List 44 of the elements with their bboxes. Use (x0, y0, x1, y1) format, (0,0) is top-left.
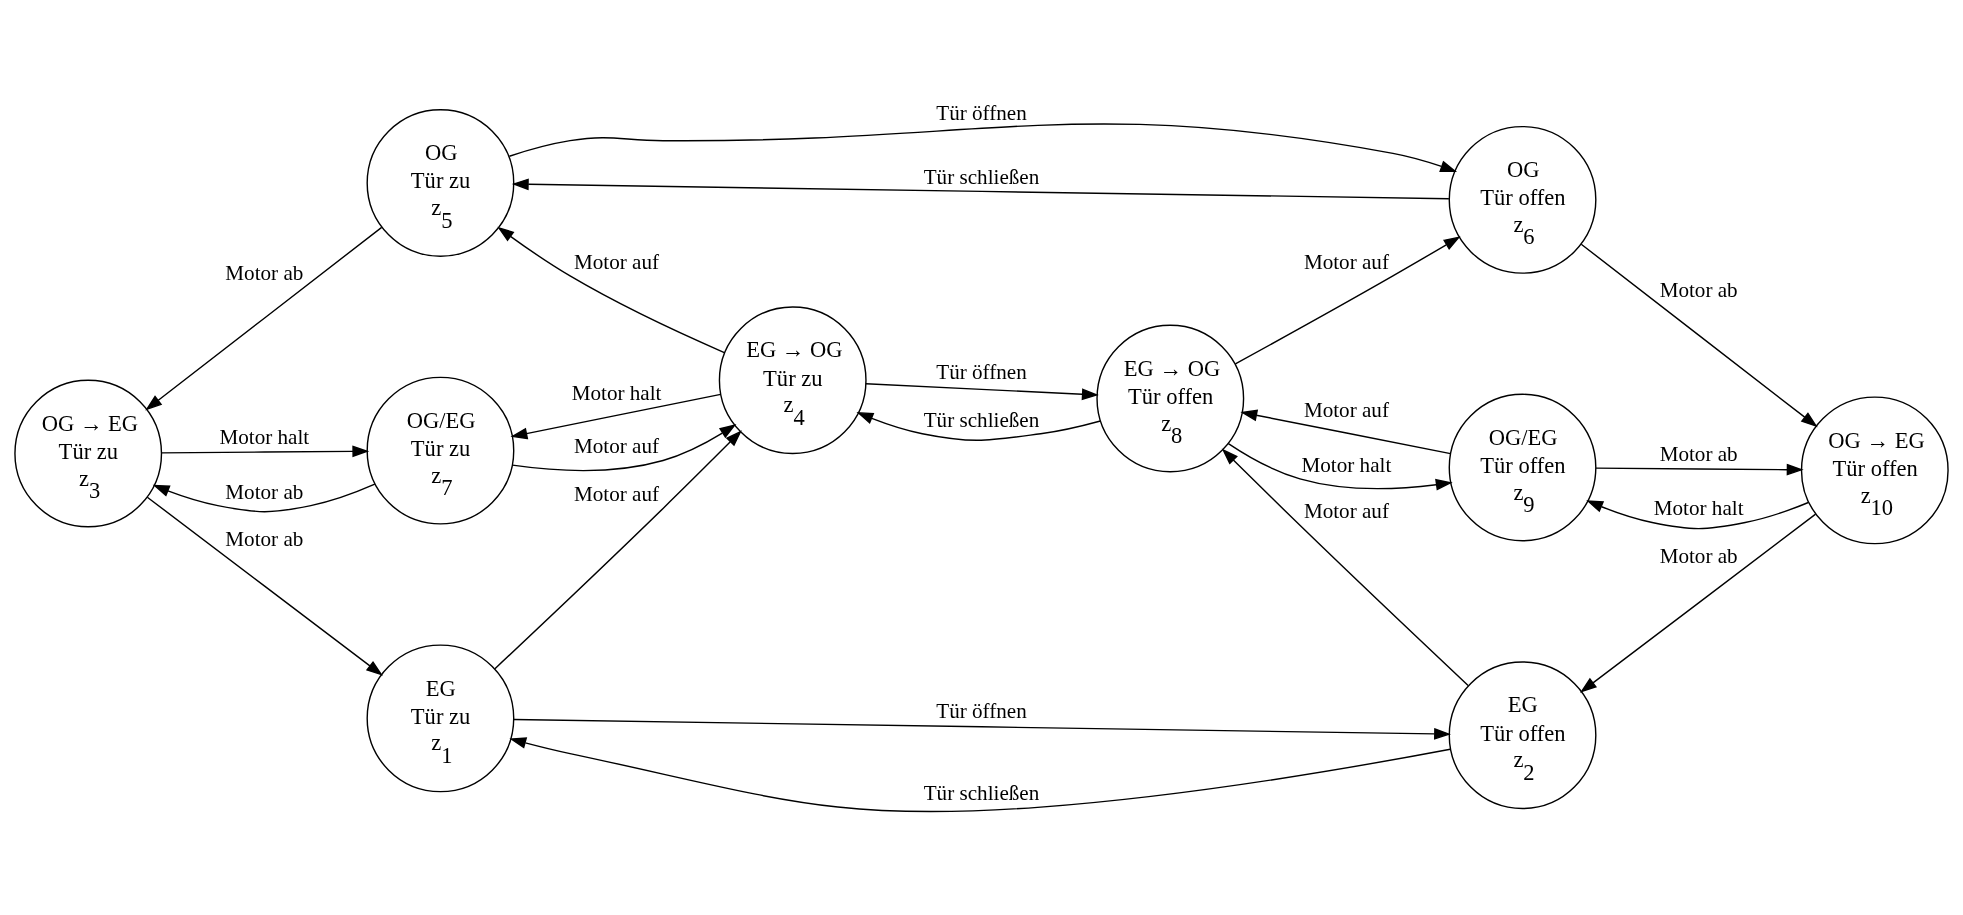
arrow (160, 445, 370, 458)
edge-label: Motor auf (574, 482, 660, 507)
arrow (1580, 243, 1818, 428)
arrow (494, 430, 742, 670)
edge-label: Tür schließen (923, 407, 1040, 432)
edge-label: Motor ab (225, 479, 304, 504)
edge-label: Motor ab (1659, 544, 1738, 569)
edge-label: Tür öffnen (936, 100, 1027, 125)
arrow (152, 483, 376, 513)
arrow (513, 718, 1451, 740)
edge-label: Motor auf (1303, 397, 1389, 422)
edge-label: Tür schließen (923, 781, 1040, 806)
arrow (1595, 463, 1804, 476)
edge-label: Motor halt (571, 380, 662, 405)
edge-label: Tür schließen (923, 165, 1040, 190)
arrow (1221, 448, 1469, 687)
arrow (511, 424, 737, 472)
arrow (1234, 236, 1461, 365)
arrow (1240, 409, 1452, 455)
arrow (508, 123, 1458, 172)
edge-label: Motor halt (1301, 452, 1392, 477)
edge-label: Motor auf (574, 249, 660, 274)
arrow (865, 383, 1099, 401)
edge-label: Tür öffnen (936, 359, 1027, 384)
arrow (856, 412, 1102, 441)
edge-label: Motor ab (1659, 441, 1738, 466)
arrow (146, 496, 383, 676)
edge-label: Motor auf (1303, 249, 1389, 274)
edge-label: Motor ab (225, 261, 304, 286)
edge-label: Motor halt (1653, 496, 1744, 521)
arrow (509, 737, 1451, 813)
arrow (497, 226, 725, 354)
edge-label: Motor ab (225, 527, 304, 552)
arrow (1227, 442, 1453, 491)
arrow (511, 178, 1450, 200)
arrow (1579, 513, 1817, 693)
arrow (145, 226, 383, 411)
edge-label: Motor auf (574, 434, 660, 459)
arrow (1586, 500, 1810, 530)
edge-label: Motor auf (1303, 499, 1389, 524)
arrow (510, 393, 722, 440)
edge-label: Motor halt (219, 424, 310, 449)
edge-label: Motor ab (1659, 278, 1738, 303)
edge-label: Tür öffnen (936, 699, 1027, 724)
